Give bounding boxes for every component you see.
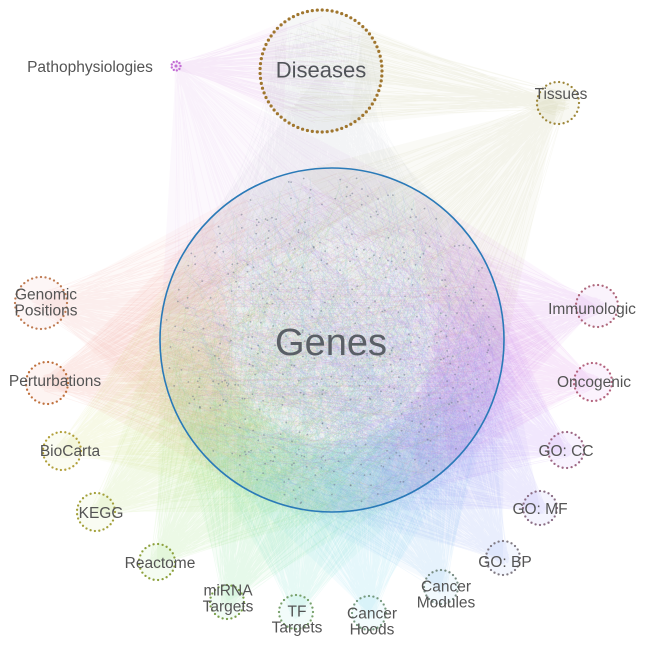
- node-circle-genes[interactable]: [159, 167, 505, 513]
- node-label-go-bp[interactable]: GO: BP: [478, 553, 532, 571]
- node-label-oncogenic[interactable]: Oncogenic: [556, 373, 632, 391]
- edge-bundles: [31, 15, 606, 620]
- node-circle-kegg[interactable]: [75, 491, 117, 533]
- node-label-cancer-hoods[interactable]: Cancer Hoods: [347, 605, 397, 639]
- node-label-genomic-positions[interactable]: Genomic Positions: [14, 286, 78, 320]
- genes-disk-fill: [160, 168, 504, 512]
- node-circle-immunologic[interactable]: [574, 283, 620, 329]
- edge-wedges: [41, 20, 597, 613]
- node-label-immunologic[interactable]: Immunologic: [548, 300, 636, 318]
- node-circle-cancer-modules[interactable]: [422, 568, 460, 606]
- node-circle-oncogenic[interactable]: [572, 361, 614, 403]
- node-circle-tf-targets[interactable]: [277, 593, 315, 631]
- node-circle-go-mf[interactable]: [521, 489, 559, 527]
- node-label-genes[interactable]: Genes: [275, 322, 387, 365]
- node-label-reactome[interactable]: Reactome: [124, 554, 196, 572]
- node-circle-diseases[interactable]: [258, 8, 384, 134]
- node-label-pathophysiologies[interactable]: Pathophysiologies: [27, 58, 153, 76]
- node-circle-biocarta[interactable]: [41, 430, 83, 472]
- node-label-kegg[interactable]: KEGG: [78, 504, 124, 522]
- node-circle-pathophysiologies[interactable]: [170, 60, 182, 72]
- node-circle-go-cc[interactable]: [546, 430, 586, 470]
- node-circle-genomic-positions[interactable]: [13, 275, 69, 331]
- node-label-diseases[interactable]: Diseases: [275, 57, 367, 83]
- node-shapes: [13, 8, 620, 632]
- node-label-biocarta[interactable]: BioCarta: [39, 442, 101, 460]
- node-circle-cancer-hoods[interactable]: [350, 594, 388, 632]
- node-circle-tissues[interactable]: [535, 80, 581, 126]
- node-circle-go-bp[interactable]: [484, 539, 522, 577]
- node-circle-perturbations[interactable]: [24, 360, 70, 406]
- node-label-mirna-targets[interactable]: miRNA Targets: [202, 582, 254, 616]
- node-circle-reactome[interactable]: [137, 542, 177, 582]
- node-label-tissues[interactable]: Tissues: [534, 85, 588, 103]
- node-circle-mirna-targets[interactable]: [208, 583, 246, 621]
- gene-dots: [165, 177, 496, 505]
- node-label-go-mf[interactable]: GO: MF: [512, 500, 568, 518]
- node-label-perturbations[interactable]: Perturbations: [8, 372, 102, 390]
- node-label-go-cc[interactable]: GO: CC: [538, 442, 594, 460]
- node-label-tf-targets[interactable]: TF Targets: [271, 603, 323, 637]
- node-label-cancer-modules[interactable]: Cancer Modules: [416, 578, 476, 612]
